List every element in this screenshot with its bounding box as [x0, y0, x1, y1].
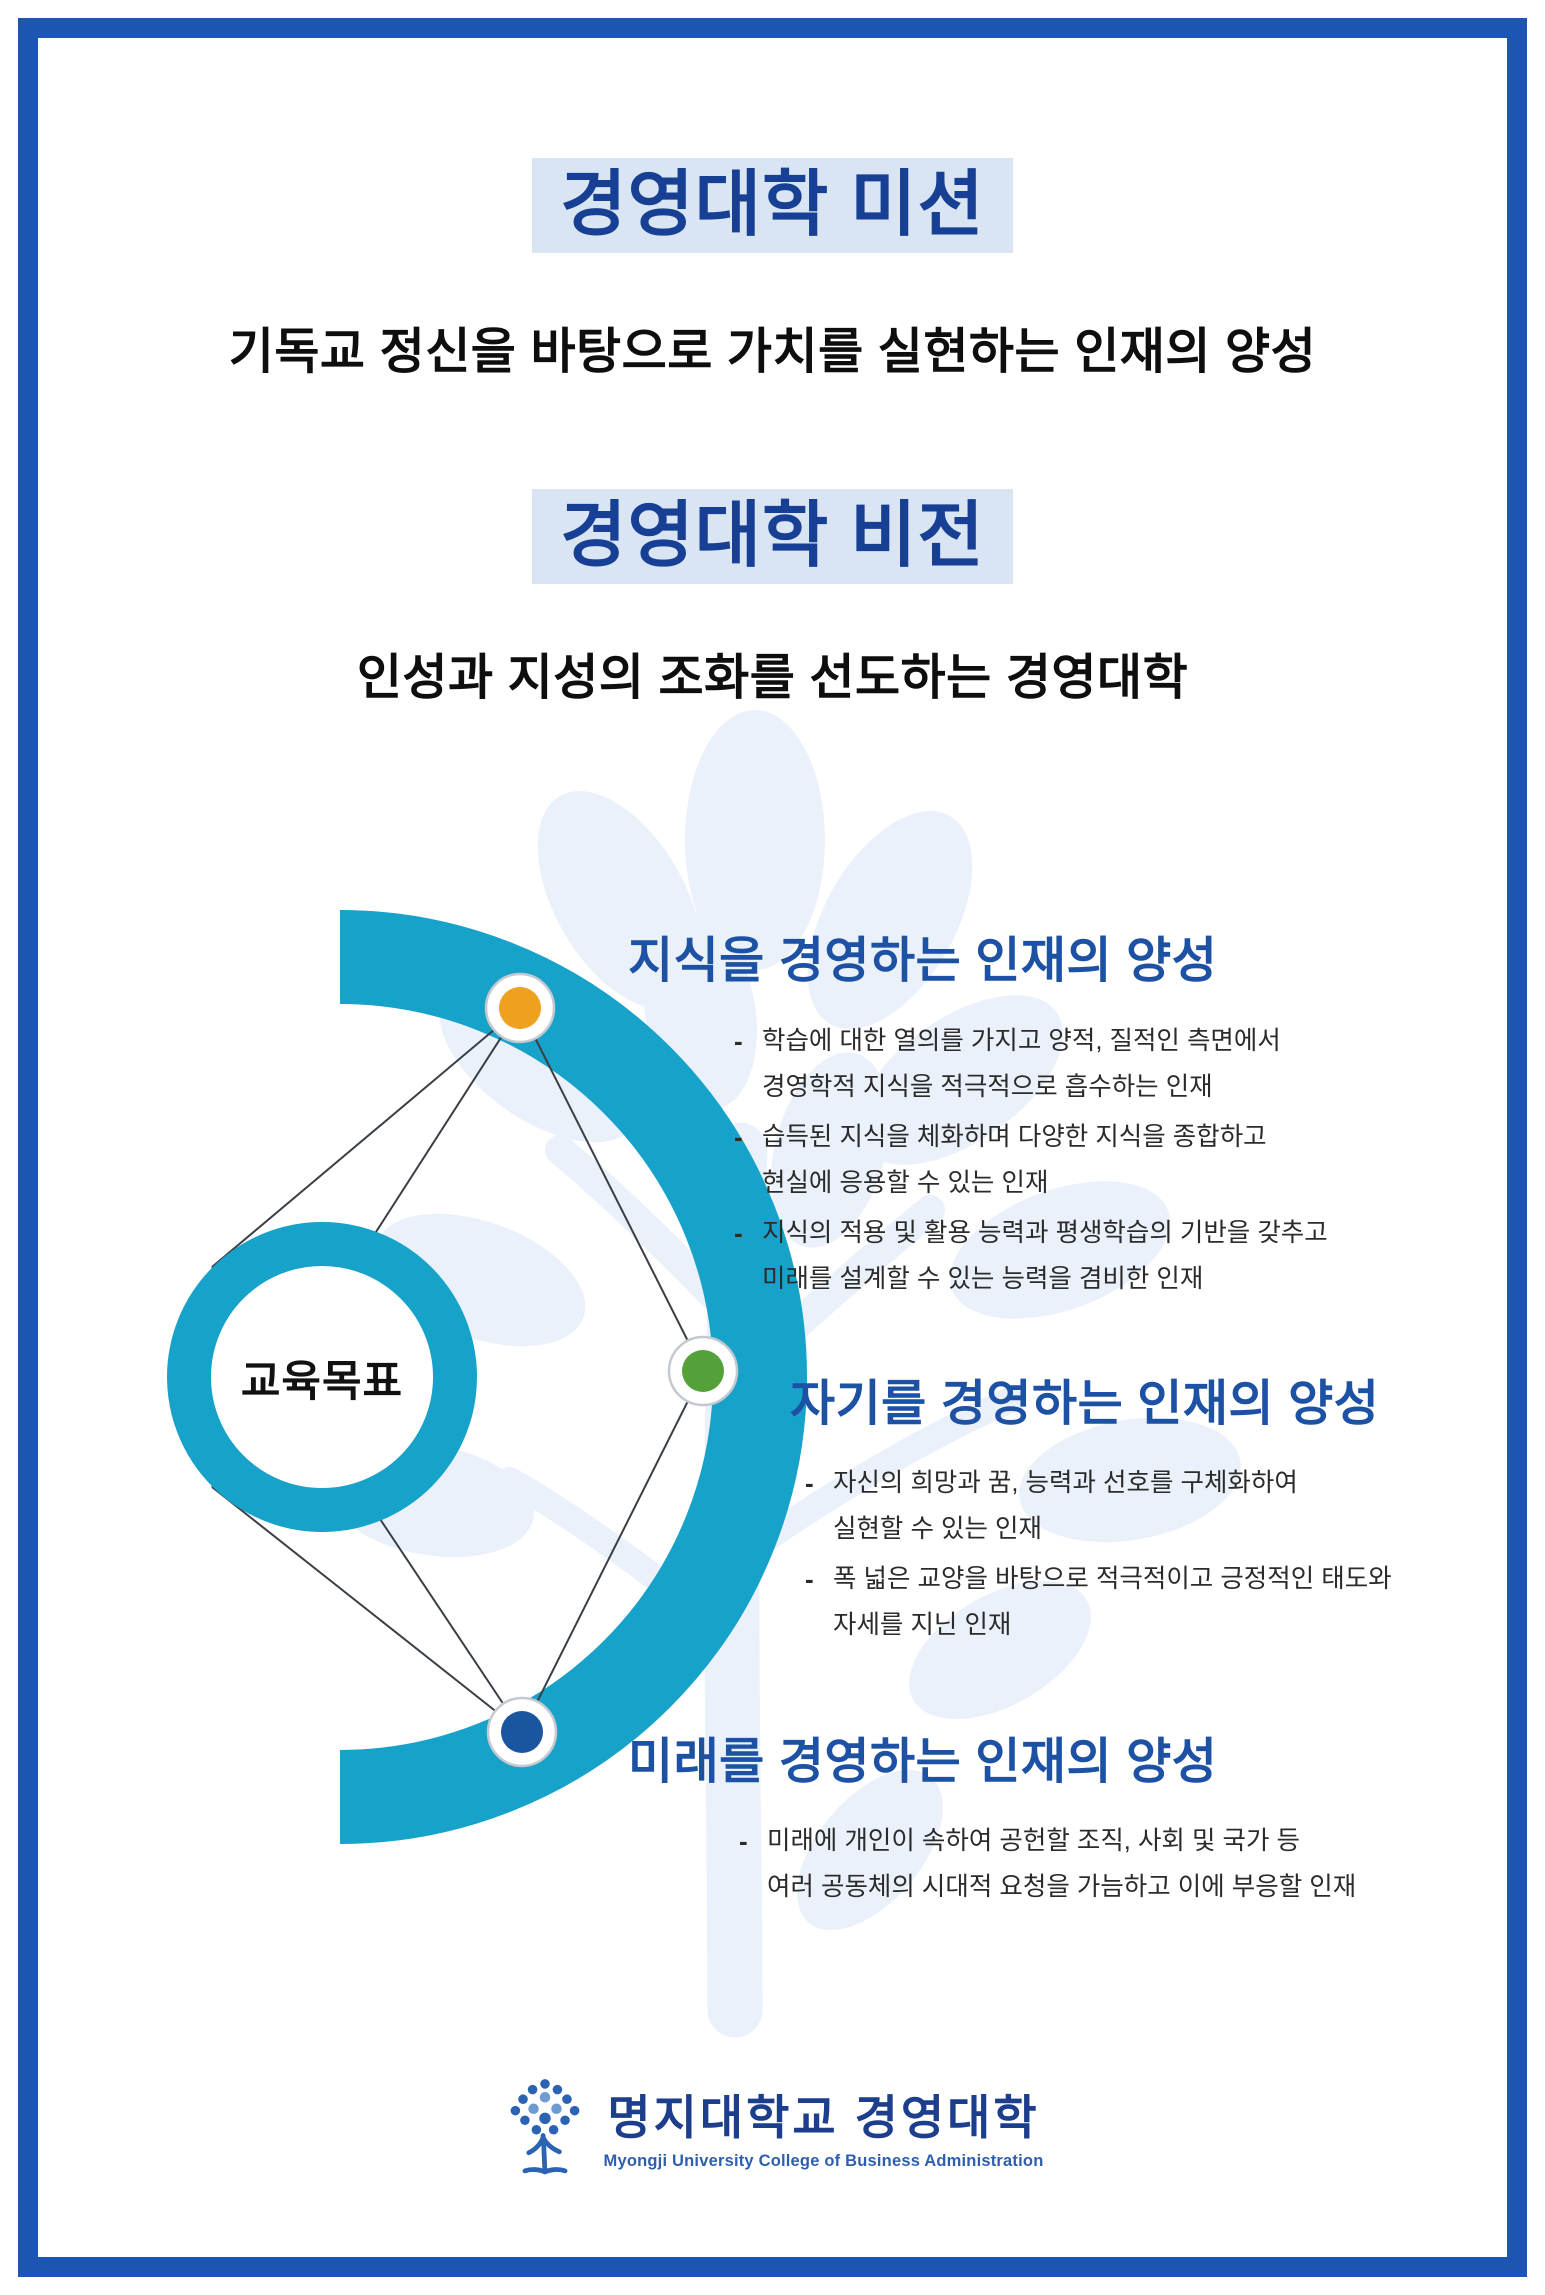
vision-title: 경영대학 비전: [532, 489, 1013, 584]
bullet-item: - 습득된 지식을 체화하며 다양한 지식을 종합하고 현실에 응용할 수 있는…: [734, 1114, 1328, 1206]
section-knowledge-title: 지식을 경영하는 인재의 양성: [628, 934, 1218, 988]
bullet-dash: -: [739, 1826, 748, 1856]
bullet-text: 폭 넓은 교양을 바탕으로 적극적이고 긍정적인 태도와 자세를 지닌 인재: [833, 1565, 1392, 1639]
education-goal-label: 교육목표: [240, 1358, 404, 1406]
node-knowledge-dot: [499, 987, 541, 1029]
node-knowledge: [484, 972, 556, 1044]
section-self-title: 자기를 경영하는 인재의 양성: [790, 1377, 1380, 1431]
footer: 명지대학교 경영대학 Myongji University College of…: [0, 2072, 1545, 2178]
university-name: 명지대학교 경영대학: [607, 2091, 1040, 2144]
bullet-dash: -: [734, 1122, 743, 1152]
university-name-english: Myongji University College of Business A…: [603, 2152, 1044, 2170]
bullet-dash: -: [734, 1218, 743, 1248]
section-future-title: 미래를 경영하는 인재의 양성: [628, 1735, 1218, 1789]
bullet-text: 지식의 적용 및 활용 능력과 평생학습의 기반을 갖추고 미래를 설계할 수 …: [762, 1219, 1328, 1293]
mesh-line: [521, 1370, 704, 1733]
goal-ring: [167, 1222, 477, 1532]
bullet-text: 학습에 대한 열의를 가지고 양적, 질적인 측면에서 경영학적 지식을 적극적…: [762, 1027, 1281, 1101]
bullet-text: 미래에 개인이 속하여 공헌할 조직, 사회 및 국가 등 여러 공동체의 시대…: [767, 1827, 1357, 1901]
bullet-item: - 지식의 적용 및 활용 능력과 평생학습의 기반을 갖추고 미래를 설계할 …: [734, 1210, 1328, 1302]
bullet-dash: -: [805, 1564, 814, 1594]
node-self: [667, 1335, 739, 1407]
bullet-item: - 미래에 개인이 속하여 공헌할 조직, 사회 및 국가 등 여러 공동체의 …: [739, 1818, 1356, 1910]
university-logo-icon: [510, 2079, 579, 2175]
mission-title-row: 경영대학 미션: [0, 158, 1545, 253]
section-knowledge-bullets: - 학습에 대한 열의를 가지고 양적, 질적인 측면에서 경영학적 지식을 적…: [734, 1018, 1328, 1306]
bullet-text: 자신의 희망과 꿈, 능력과 선호를 구체화하여 실현할 수 있는 인재: [833, 1469, 1298, 1543]
mesh-line: [519, 1007, 704, 1372]
node-future-dot: [501, 1711, 543, 1753]
bullet-dash: -: [734, 1026, 743, 1056]
mission-title: 경영대학 미션: [532, 158, 1013, 253]
node-self-dot: [682, 1350, 724, 1392]
bullet-dash: -: [805, 1468, 814, 1498]
mission-subtitle: 기독교 정신을 바탕으로 가치를 실현하는 인재의 양성: [228, 325, 1317, 379]
section-future-bullets: - 미래에 개인이 속하여 공헌할 조직, 사회 및 국가 등 여러 공동체의 …: [739, 1818, 1356, 1914]
vision-subtitle: 인성과 지성의 조화를 선도하는 경영대학: [356, 651, 1189, 705]
bullet-text: 습득된 지식을 체화하며 다양한 지식을 종합하고 현실에 응용할 수 있는 인…: [762, 1123, 1267, 1197]
bullet-item: - 폭 넓은 교양을 바탕으로 적극적이고 긍정적인 태도와 자세를 지닌 인재: [805, 1556, 1392, 1648]
mesh-line: [211, 1007, 521, 1268]
mesh-line: [211, 1486, 523, 1733]
node-future: [486, 1696, 558, 1768]
footer-text: 명지대학교 경영대학 Myongji University College of…: [604, 2079, 1044, 2171]
bullet-item: - 학습에 대한 열의를 가지고 양적, 질적인 측면에서 경영학적 지식을 적…: [734, 1018, 1328, 1110]
bullet-item: - 자신의 희망과 꿈, 능력과 선호를 구체화하여 실현할 수 있는 인재: [805, 1460, 1392, 1552]
vision-title-row: 경영대학 비전: [0, 489, 1545, 584]
section-self-bullets: - 자신의 희망과 꿈, 능력과 선호를 구체화하여 실현할 수 있는 인재 -…: [805, 1460, 1392, 1652]
